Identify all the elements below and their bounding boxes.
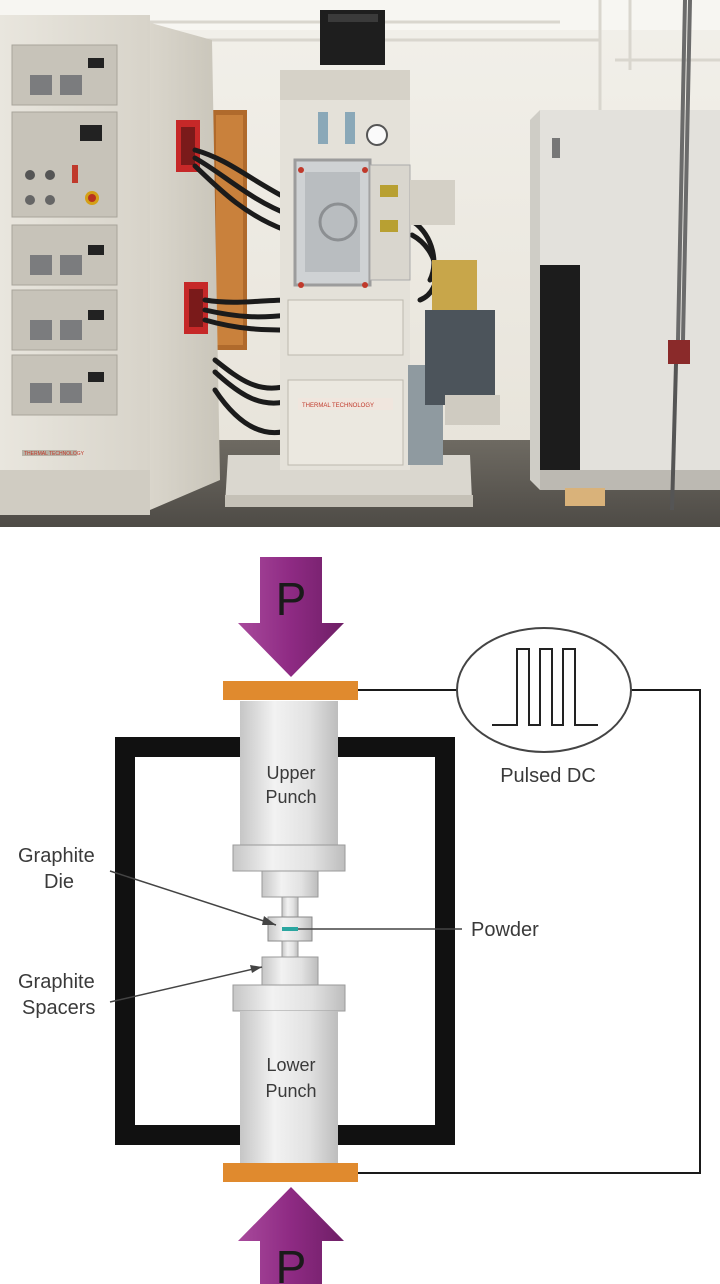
equipment-photo: THERMAL TECHNOLOGY bbox=[0, 0, 720, 527]
circuit-wire bbox=[358, 689, 701, 1174]
bottom-pressure-label: P bbox=[276, 1241, 307, 1284]
bottom-pressure-arrow: P bbox=[238, 1187, 344, 1284]
upper-spacer-wide bbox=[232, 844, 346, 872]
powder-label: Powder bbox=[471, 919, 539, 941]
lower-spacer-narrow bbox=[261, 956, 319, 986]
callout-lines bbox=[109, 870, 462, 1003]
cabinet-plate: THERMAL TECHNOLOGY bbox=[24, 451, 85, 457]
pulsed-dc-label: Pulsed DC bbox=[500, 765, 596, 787]
lower-electrode bbox=[223, 1163, 358, 1182]
chain-hook bbox=[668, 340, 690, 364]
top-pressure-label: P bbox=[276, 573, 307, 625]
lower-punch-label-1: Lower bbox=[266, 1055, 315, 1075]
upper-punch bbox=[240, 701, 338, 856]
top-pressure-arrow: P bbox=[238, 557, 344, 677]
lower-punch-label-2: Punch bbox=[265, 1081, 316, 1101]
upper-punch-label-1: Upper bbox=[266, 763, 315, 783]
upper-punch-label-2: Punch bbox=[265, 787, 316, 807]
lower-pin bbox=[281, 940, 299, 958]
hoist-chain bbox=[676, 0, 692, 341]
die-arrowhead bbox=[262, 916, 276, 925]
sps-schematic: Pulsed DC Upper Punch Lower Punch Graphi… bbox=[18, 557, 701, 1284]
machine-plate: THERMAL TECHNOLOGY bbox=[302, 403, 374, 409]
lower-punch bbox=[240, 1011, 338, 1163]
spacer-arrowhead bbox=[250, 965, 262, 973]
pulse-waveform-icon bbox=[492, 648, 598, 726]
pulsed-dc-source bbox=[456, 627, 632, 753]
upper-pin bbox=[281, 896, 299, 918]
sps-machine: THERMAL TECHNOLOGY bbox=[225, 10, 500, 507]
graphite-spacers-label-2: Spacers bbox=[22, 997, 95, 1019]
chiller-unit bbox=[530, 110, 720, 506]
powder-sample bbox=[282, 927, 298, 931]
graphite-die-label-2: Die bbox=[44, 871, 74, 893]
upper-spacer-narrow bbox=[261, 870, 319, 898]
lower-spacer-wide bbox=[232, 984, 346, 1012]
power-supply-cabinet: THERMAL TECHNOLOGY bbox=[0, 15, 220, 515]
graphite-spacers-label-1: Graphite bbox=[18, 971, 95, 993]
graphite-die-label-1: Graphite bbox=[18, 845, 95, 867]
upper-electrode bbox=[223, 681, 358, 700]
